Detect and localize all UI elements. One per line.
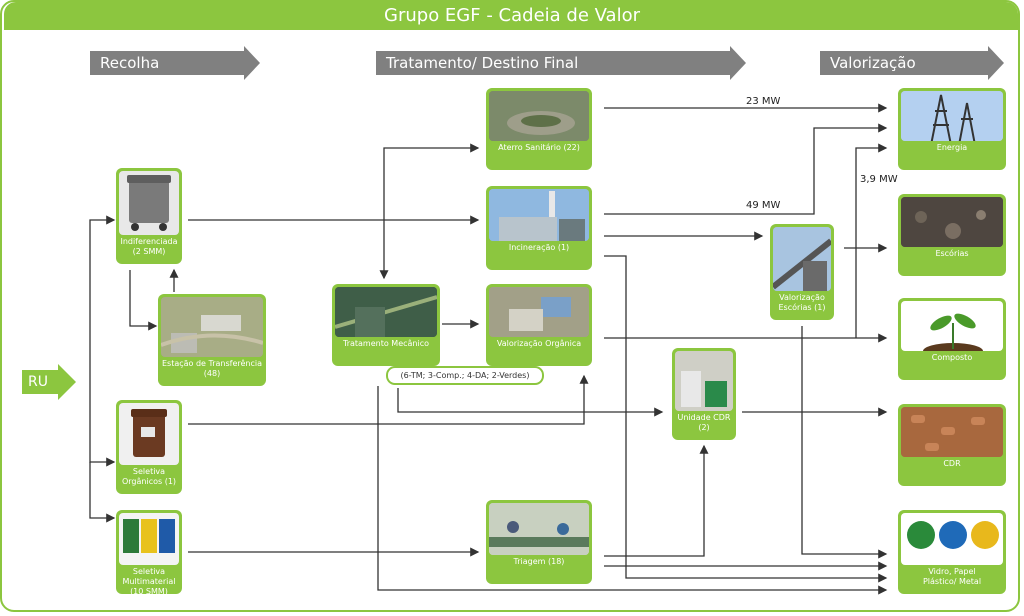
- node-unidade-cdr: Unidade CDR (2): [672, 348, 736, 440]
- node-triagem: Triagem (18): [486, 500, 592, 584]
- node-vidro-papel-plastico: Vidro, Papel Plástico/ Metal: [898, 510, 1006, 594]
- node-incineracao: Incineração (1): [486, 186, 592, 270]
- cdr-unit-photo-icon: [675, 351, 733, 411]
- node-valorizacao-organica: Valorização Orgânica: [486, 284, 592, 366]
- sorting-photo-icon: [489, 503, 589, 555]
- recycling-bins-icon: [123, 519, 175, 553]
- organic-plant-photo-icon: [489, 287, 589, 337]
- plant-sprout-icon: [923, 313, 983, 351]
- diagram-title: Grupo EGF - Cadeia de Valor: [4, 2, 1018, 30]
- pellets-icon: [901, 407, 1003, 457]
- node-indiferenciada: Indiferenciada (2 SMM): [116, 168, 182, 264]
- bin-icon: [127, 175, 171, 231]
- node-valorizacao-escorias: Valorização Escórias (1): [770, 224, 834, 320]
- incinerator-photo-icon: [489, 189, 589, 241]
- node-seletiva-multimaterial: Seletiva Multimaterial (10 SMM): [116, 510, 182, 596]
- node-estacao-transferencia: Estação de Transferência (48): [158, 294, 266, 386]
- node-cdr: CDR: [898, 404, 1006, 486]
- node-seletiva-organicos: Seletiva Orgânicos (1): [116, 400, 182, 494]
- tm-breakdown-pill: (6-TM; 3-Comp.; 4-DA; 2-Verdes): [386, 366, 544, 385]
- brown-bin-icon: [131, 409, 167, 457]
- landfill-photo-icon: [489, 91, 589, 141]
- power-tower-icon: [901, 91, 1003, 141]
- node-aterro-sanitario: Aterro Sanitário (22): [486, 88, 592, 170]
- flow-label-39mw: 3,9 MW: [860, 174, 898, 185]
- flow-label-23mw: 23 MW: [746, 96, 781, 107]
- slag-plant-photo-icon: [773, 227, 831, 291]
- mechanical-treatment-photo-icon: [335, 287, 437, 337]
- aerial-photo-icon: [161, 297, 263, 357]
- flow-label-49mw: 49 MW: [746, 200, 781, 211]
- slag-icon: [901, 197, 1003, 247]
- node-composto: Composto: [898, 298, 1006, 380]
- node-tratamento-mecanico: Tratamento Mecânico: [332, 284, 440, 366]
- node-energia: Energia: [898, 88, 1006, 170]
- recycling-symbols-icon: [907, 521, 999, 549]
- node-escorias: Escórias: [898, 194, 1006, 276]
